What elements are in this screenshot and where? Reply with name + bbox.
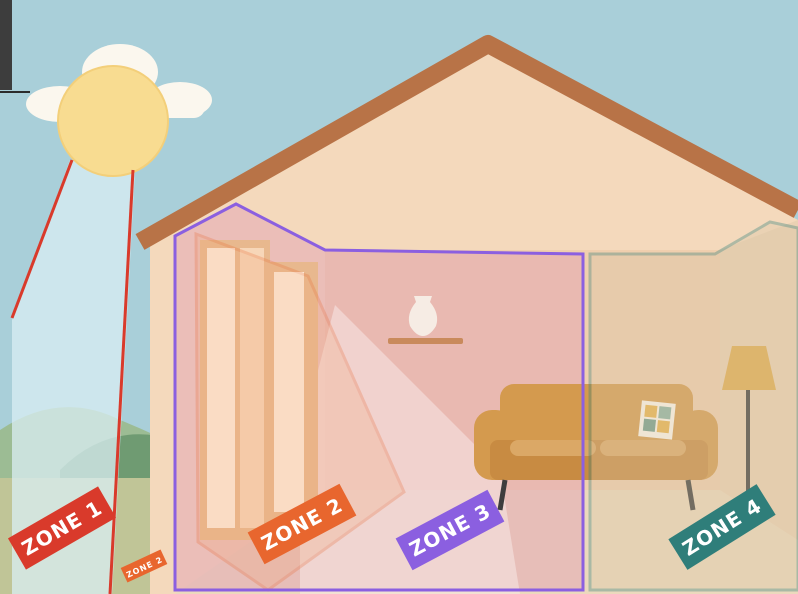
sofa-icon bbox=[474, 384, 718, 511]
sun-beam bbox=[12, 160, 135, 594]
shelf bbox=[388, 338, 463, 344]
zone-1-boundary-left bbox=[10, 159, 74, 319]
zone-2-outline bbox=[194, 231, 406, 592]
vase-icon bbox=[408, 296, 438, 336]
zone-3-outline bbox=[173, 202, 585, 592]
window bbox=[200, 240, 318, 540]
left-window-edge bbox=[0, 0, 12, 90]
roof bbox=[135, 35, 798, 250]
sun-icon bbox=[57, 65, 169, 177]
zone-1-boundary-right bbox=[108, 169, 135, 594]
cushion-icon bbox=[638, 400, 676, 440]
